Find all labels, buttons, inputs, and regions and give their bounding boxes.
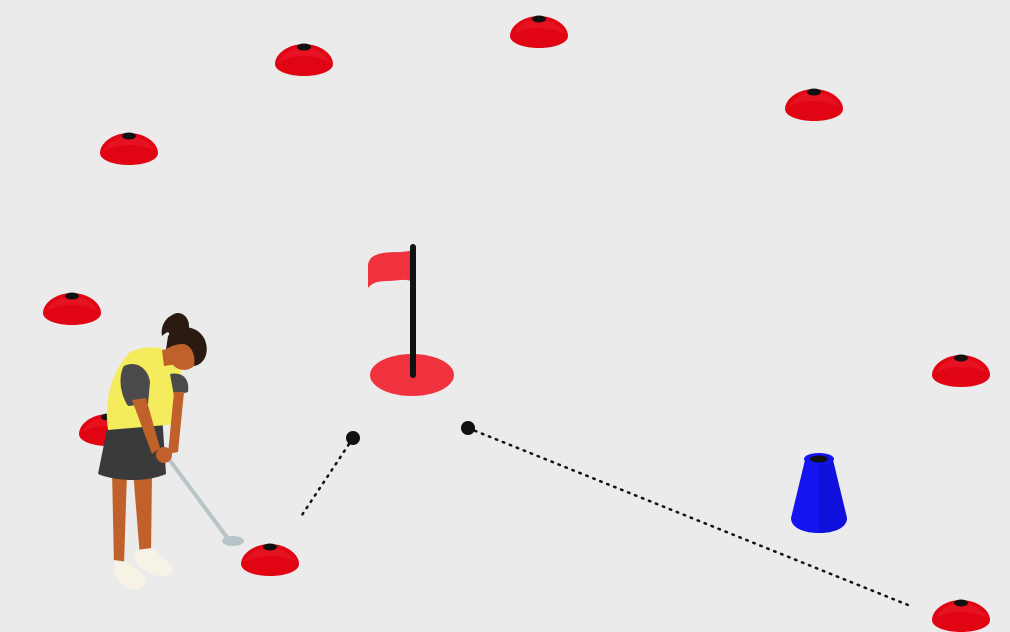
cone-bottom-center [241, 544, 299, 577]
flag [368, 250, 413, 288]
cone-mid-left [43, 293, 101, 326]
cone-top-left [275, 44, 333, 77]
golf-ball-icon [461, 421, 475, 435]
cone-right [932, 355, 990, 388]
club-head [222, 536, 244, 546]
blue-tall-cone-icon [791, 453, 847, 533]
cone-top-right [785, 89, 843, 122]
golf-ball-icon [346, 431, 360, 445]
cone-upper-left [100, 133, 158, 166]
dotted-path-short [300, 438, 353, 518]
cone-top-center [510, 16, 568, 49]
golfer-figure [98, 313, 244, 589]
club-shaft [168, 458, 229, 540]
golf-flag-icon [368, 247, 454, 396]
cone-bottom-right [932, 600, 990, 632]
